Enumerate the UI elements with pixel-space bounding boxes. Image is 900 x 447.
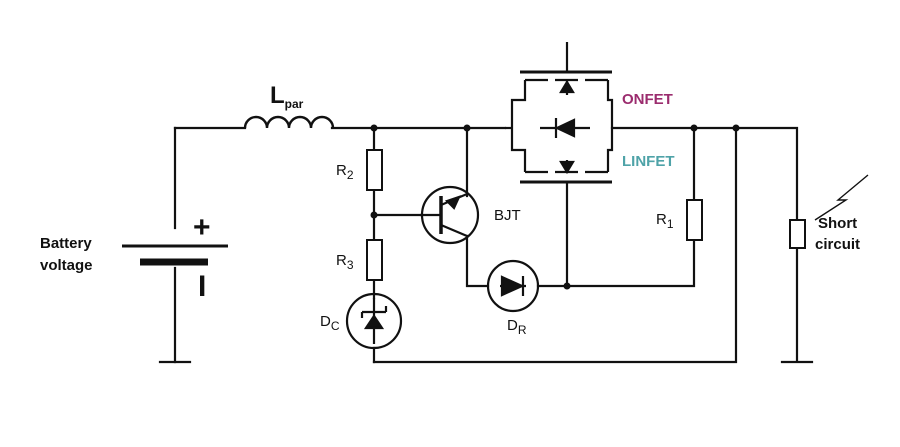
- short-ground-wire: [780, 246, 814, 364]
- inductor-icon: [243, 115, 335, 129]
- diode-dr-icon: [486, 259, 540, 313]
- inductor-label: Lpar: [270, 82, 304, 111]
- junction-dots: [370, 124, 740, 290]
- bjt-collector-wire: [465, 126, 696, 288]
- wiring: [158, 126, 814, 364]
- battery-icon: [122, 244, 228, 266]
- linfet-label: LINFET: [622, 153, 675, 170]
- minus-sign: I: [198, 270, 206, 303]
- short-label-line1: Short: [818, 215, 857, 232]
- onfet-label: ONFET: [622, 91, 673, 108]
- dc-label: DC: [320, 313, 340, 333]
- short-label-line2: circuit: [815, 236, 860, 253]
- r3-label: R3: [336, 252, 354, 272]
- dr-label: DR: [507, 317, 527, 337]
- mosfet-pair-icon: [505, 42, 614, 184]
- resistor-r2: [366, 149, 383, 191]
- r2-label: R2: [336, 162, 354, 182]
- resistor-r1: [686, 199, 703, 241]
- bjt-transistor-icon: [420, 185, 480, 245]
- lightning-bolt-icon: [814, 174, 869, 221]
- plus-sign: +: [193, 211, 211, 244]
- bjt-label: BJT: [494, 207, 521, 224]
- resistors: [366, 149, 806, 281]
- r1-label: R1: [656, 211, 674, 231]
- battery-label-line2: voltage: [40, 257, 93, 274]
- battery-label-line1: Battery: [40, 235, 92, 252]
- short-circuit-element: [789, 219, 806, 249]
- zener-diode-icon: [345, 292, 403, 350]
- resistor-r3: [366, 239, 383, 281]
- top-rail-right-wire: [610, 126, 799, 222]
- bottom-return-wire: [372, 126, 738, 364]
